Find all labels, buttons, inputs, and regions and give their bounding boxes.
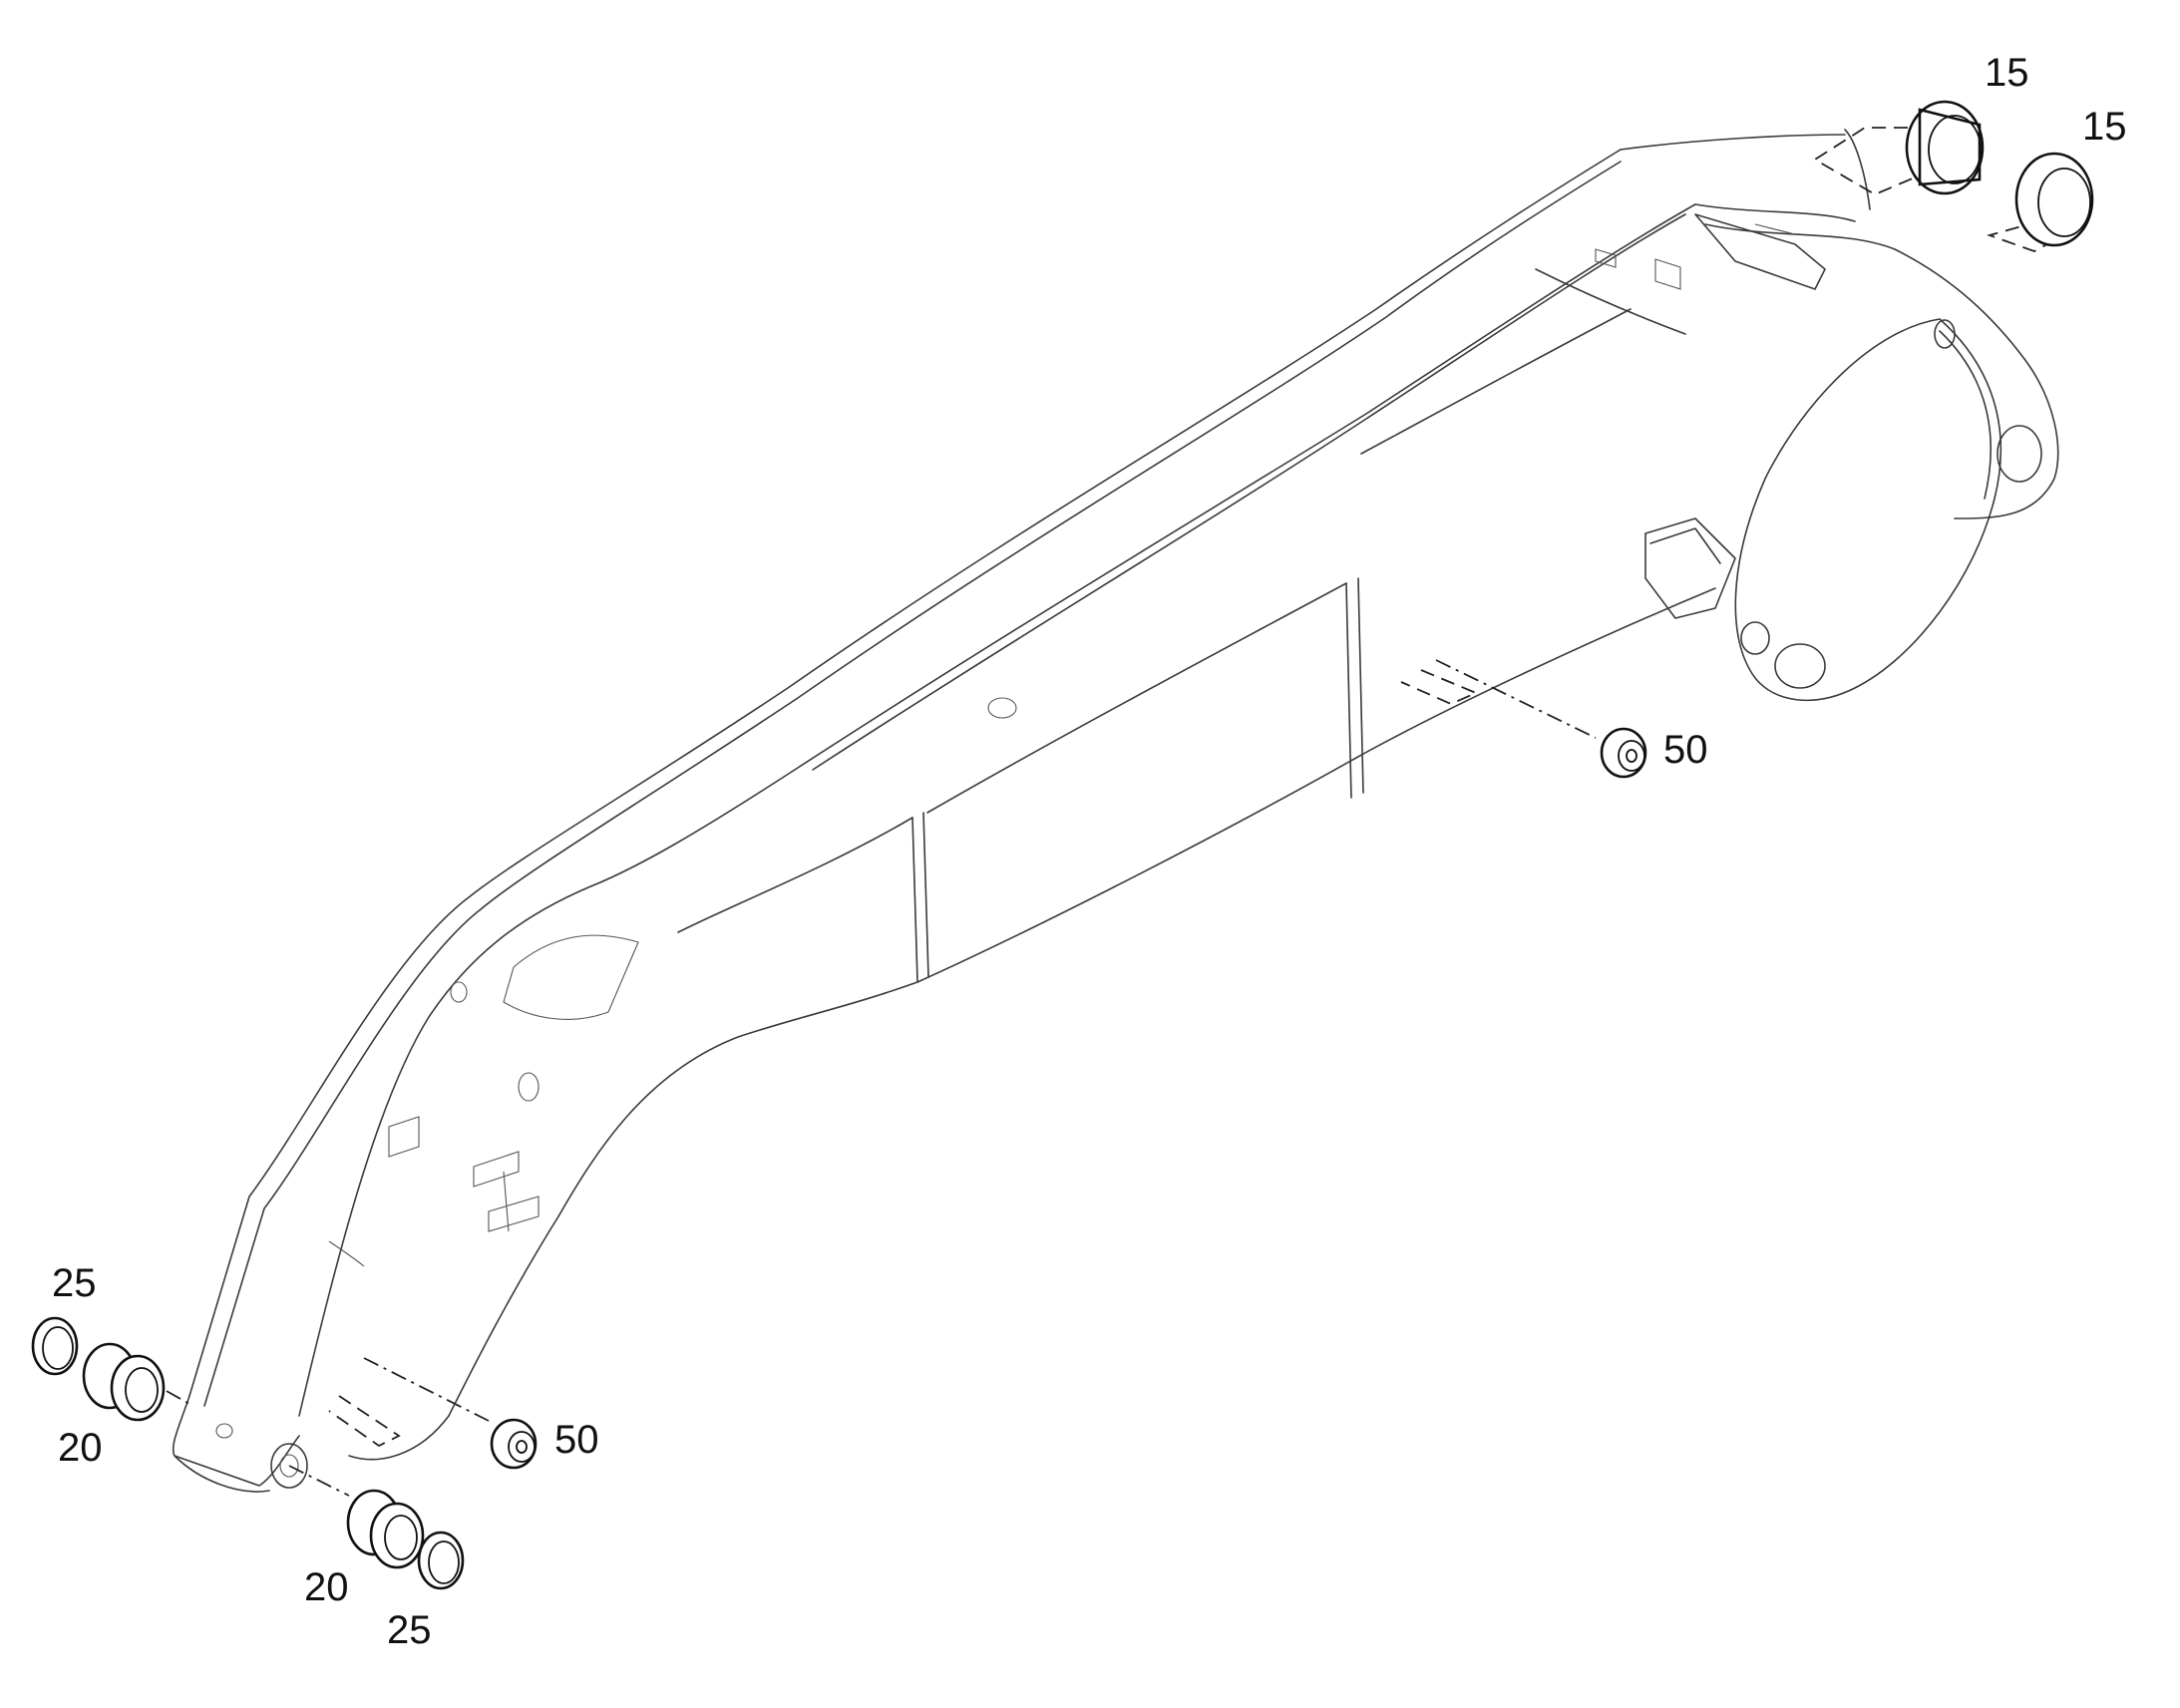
callout-15-b: 15 <box>2082 105 2127 149</box>
callout-50-a: 50 <box>1663 728 1708 772</box>
callout-50-b: 50 <box>554 1418 599 1462</box>
callout-labels: 15 15 50 50 25 20 20 25 <box>52 51 2127 1652</box>
callout-20-a: 20 <box>58 1426 103 1470</box>
callout-25-a: 25 <box>52 1261 97 1305</box>
ring-25-a <box>31 1316 79 1376</box>
bushing-20-b <box>346 1489 425 1569</box>
callout-25-b: 25 <box>387 1608 432 1652</box>
bushing-15-b <box>2014 152 2094 247</box>
plug-50-b <box>490 1418 538 1470</box>
callout-15-a: 15 <box>1985 51 2029 95</box>
callout-20-b: 20 <box>304 1565 349 1609</box>
bushing-20-a <box>82 1342 166 1422</box>
bushing-15-a <box>1905 100 1985 195</box>
plug-50-a <box>1600 727 1647 779</box>
leader-lines <box>139 127 2075 1497</box>
ring-25-b <box>417 1531 465 1590</box>
boom-outline <box>172 129 2059 1493</box>
